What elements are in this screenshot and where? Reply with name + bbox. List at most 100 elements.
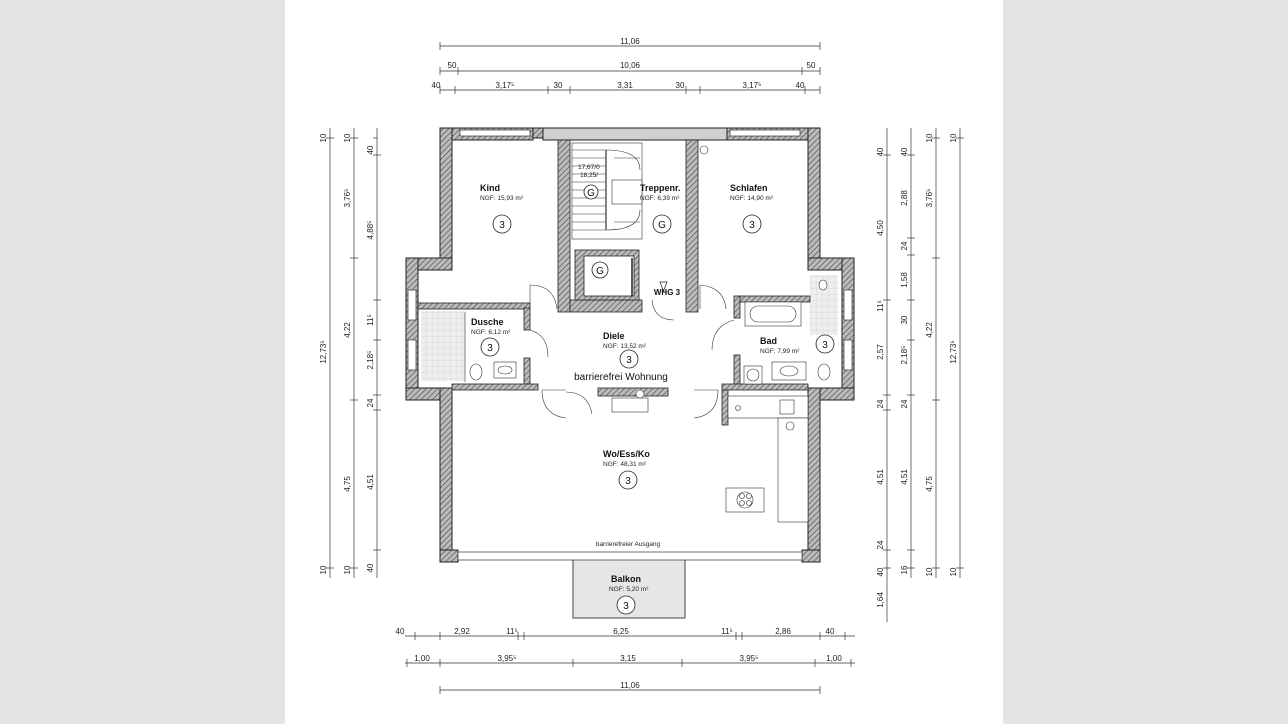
dim-left3-b: 4,88⁵ xyxy=(366,221,375,240)
dim-top2-a: 50 xyxy=(448,61,457,70)
stair-marker: G xyxy=(587,188,595,199)
room-dusche-marker: 3 xyxy=(487,343,493,354)
dim-left3-a: 40 xyxy=(366,145,375,154)
dim-right3-b: 3,76⁵ xyxy=(925,189,934,208)
dim-right2-g: 24 xyxy=(900,399,909,408)
room-diele-marker: 3 xyxy=(626,355,632,366)
room-bad-name: Bad xyxy=(760,336,777,346)
room-bad-marker: 3 xyxy=(822,340,828,351)
dim-left2-b: 3,76⁵ xyxy=(343,189,352,208)
room-kind-name: Kind xyxy=(480,183,500,193)
room-dusche-ngf: NGF: 6,12 m² xyxy=(471,329,511,336)
windows xyxy=(407,129,853,561)
dim-bot2-d: 3,95⁵ xyxy=(740,654,759,663)
dim-right3-e: 10 xyxy=(925,567,934,576)
room-balkon-marker-icon xyxy=(616,595,636,615)
dim-right-outer-a: 10 xyxy=(949,133,958,142)
dim-right2-f: 2,18⁵ xyxy=(900,346,909,365)
room-kind-ngf: NGF: 15,93 m² xyxy=(480,195,524,202)
entry-arrow-icon xyxy=(659,281,668,292)
room-schlafen-name: Schlafen xyxy=(730,183,768,193)
dim-bot1-g: 40 xyxy=(826,627,835,636)
dim-top3-d: 3,31 xyxy=(617,81,633,90)
room-schlafen-marker: 3 xyxy=(749,220,755,231)
dim-right1-i: 1,64 xyxy=(876,592,885,608)
dim-bot2-e: 1,00 xyxy=(826,654,842,663)
room-diele-marker-icon xyxy=(619,349,639,369)
dim-right2-i: 16 xyxy=(900,565,909,574)
room-wohnen-marker: 3 xyxy=(625,476,631,487)
dim-top3-a: 40 xyxy=(432,81,441,90)
dim-left-outer-c: 10 xyxy=(319,565,328,574)
room-wohnen-name: Wo/Ess/Ko xyxy=(603,449,650,459)
dim-top2-c: 50 xyxy=(807,61,816,70)
dim-left-outer-b: 12,73⁵ xyxy=(319,340,328,363)
staircase xyxy=(571,142,643,240)
dim-left2-d: 4,75 xyxy=(343,476,352,492)
room-treppe-ngf: NGF: 6,39 m² xyxy=(640,195,680,202)
top-dimensions xyxy=(439,42,821,94)
dim-top-total: 11,06 xyxy=(620,37,640,46)
room-dusche-marker-icon xyxy=(480,337,500,357)
dim-right3-c: 4,22 xyxy=(925,322,934,338)
barrierefrei-note: barrierefrei Wohnung xyxy=(574,372,668,383)
dim-right1-a: 40 xyxy=(876,147,885,156)
dim-left-outer-a: 10 xyxy=(319,133,328,142)
dim-bot1-d: 6,25 xyxy=(613,627,629,636)
dim-left3-c: 11⁵ xyxy=(366,314,375,326)
dim-top3-g: 40 xyxy=(796,81,805,90)
dim-right1-c: 11⁵ xyxy=(876,300,885,312)
stair-steps-2: 18,25/ xyxy=(580,172,598,179)
room-treppe-marker: G xyxy=(658,220,666,231)
room-treppe-name: Treppenr. xyxy=(640,183,681,193)
elevator-marker-icon xyxy=(591,261,609,279)
living-fixtures xyxy=(611,145,709,413)
dim-right1-f: 4,51 xyxy=(876,469,885,485)
dim-right2-d: 1,58 xyxy=(900,272,909,288)
bath-fixtures xyxy=(743,279,831,385)
dim-left3-g: 40 xyxy=(366,563,375,572)
dim-left2-e: 10 xyxy=(343,565,352,574)
dim-left2-c: 4,22 xyxy=(343,322,352,338)
exit-note: barrierefreier Ausgang xyxy=(596,541,661,548)
room-kind-marker-icon xyxy=(492,214,512,234)
dim-right1-g: 24 xyxy=(876,540,885,549)
room-schlafen-marker-icon xyxy=(742,214,762,234)
dim-right2-a: 40 xyxy=(900,147,909,156)
left-dimensions xyxy=(326,128,381,578)
room-balkon-name: Balkon xyxy=(611,574,641,584)
dim-right3-a: 10 xyxy=(925,133,934,142)
room-diele-name: Diele xyxy=(603,331,625,341)
room-kind-marker: 3 xyxy=(499,220,505,231)
room-balkon-marker: 3 xyxy=(623,601,629,612)
dim-left3-f: 4,51 xyxy=(366,474,375,490)
dim-right1-e: 24 xyxy=(876,399,885,408)
shower-floor xyxy=(421,311,465,381)
room-balkon-ngf: NGF: 5,20 m² xyxy=(609,586,649,593)
elevator-marker: G xyxy=(596,266,604,277)
dim-top3-b: 3,17⁵ xyxy=(496,81,515,90)
bottom-dimensions xyxy=(405,632,855,694)
dim-top3-e: 30 xyxy=(676,81,685,90)
dim-right2-c: 24 xyxy=(900,241,909,250)
unit-label: WHG 3 xyxy=(654,288,681,297)
dim-left2-a: 10 xyxy=(343,133,352,142)
dim-right1-b: 4,50 xyxy=(876,220,885,236)
shower-fixtures xyxy=(464,312,517,382)
dim-bot3: 11,06 xyxy=(620,681,640,690)
dim-right1-h: 40 xyxy=(876,567,885,576)
room-wohnen-ngf: NGF: 48,31 m² xyxy=(603,461,647,468)
doors xyxy=(529,284,735,419)
dim-bot1-f: 2,86 xyxy=(775,627,791,636)
room-treppe-marker-icon xyxy=(652,214,672,234)
room-diele-ngf: NGF: 13,52 m² xyxy=(603,343,647,350)
dim-right2-e: 30 xyxy=(900,315,909,324)
dim-right2-h: 4,51 xyxy=(900,469,909,485)
dim-right-outer-b: 12,73⁵ xyxy=(949,340,958,363)
left-margin-band xyxy=(0,0,285,724)
dim-top2-b: 10,06 xyxy=(620,61,641,70)
stair-steps: 17,67/0 xyxy=(578,164,600,171)
dim-bot2-b: 3,95⁵ xyxy=(498,654,517,663)
dim-left3-d: 2,18⁵ xyxy=(366,351,375,370)
